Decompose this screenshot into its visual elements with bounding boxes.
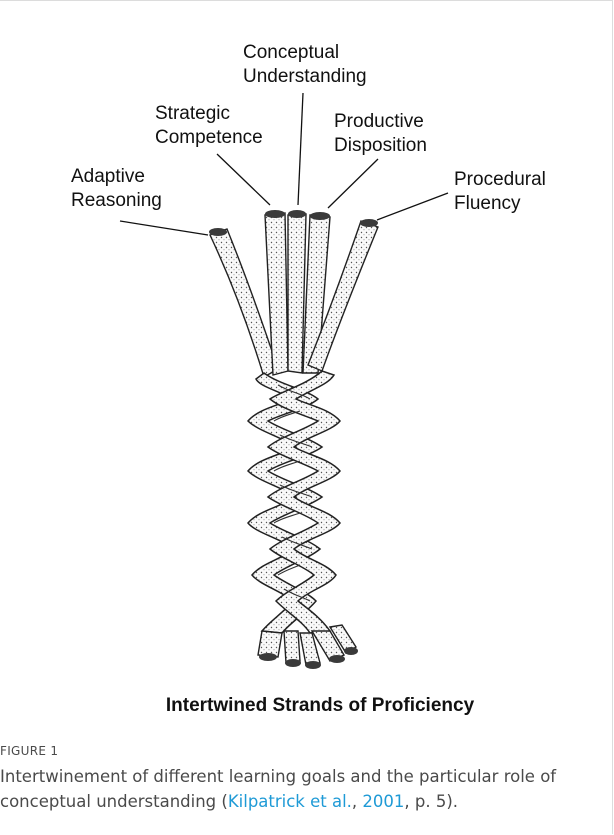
label-conceptual-understanding: Conceptual Understanding: [243, 41, 367, 89]
figure-title: Intertwined Strands of Proficiency: [0, 695, 614, 717]
leader-strategic: [217, 154, 270, 205]
strand-end-adaptive: [209, 228, 227, 236]
leader-adaptive: [120, 221, 208, 235]
strand-end-conceptual: [288, 210, 306, 218]
citation-link-year[interactable]: 2001: [362, 792, 404, 811]
leader-conceptual: [298, 93, 303, 205]
strand-end-procedural: [360, 219, 378, 227]
label-procedural-fluency: Procedural Fluency: [454, 168, 546, 216]
caption-separator: ,: [352, 792, 363, 811]
label-adaptive-reasoning: Adaptive Reasoning: [71, 165, 162, 213]
label-strategic-competence: Strategic Competence: [155, 102, 263, 150]
leader-productive: [328, 159, 378, 208]
label-productive-disposition: Productive Disposition: [334, 110, 427, 158]
braid-illustration: [0, 1, 613, 691]
strand-end-productive: [310, 212, 330, 220]
figure-caption: Intertwinement of different learning goa…: [0, 764, 605, 814]
figure-number: FIGURE 1: [0, 744, 58, 758]
leader-procedural: [377, 193, 448, 220]
citation-link-authors[interactable]: Kilpatrick et al.: [228, 792, 352, 811]
strand-end-strategic: [265, 210, 285, 218]
caption-text-end: , p. 5).: [404, 792, 458, 811]
upper-strands: [210, 213, 378, 377]
strand-conceptual: [288, 214, 306, 373]
